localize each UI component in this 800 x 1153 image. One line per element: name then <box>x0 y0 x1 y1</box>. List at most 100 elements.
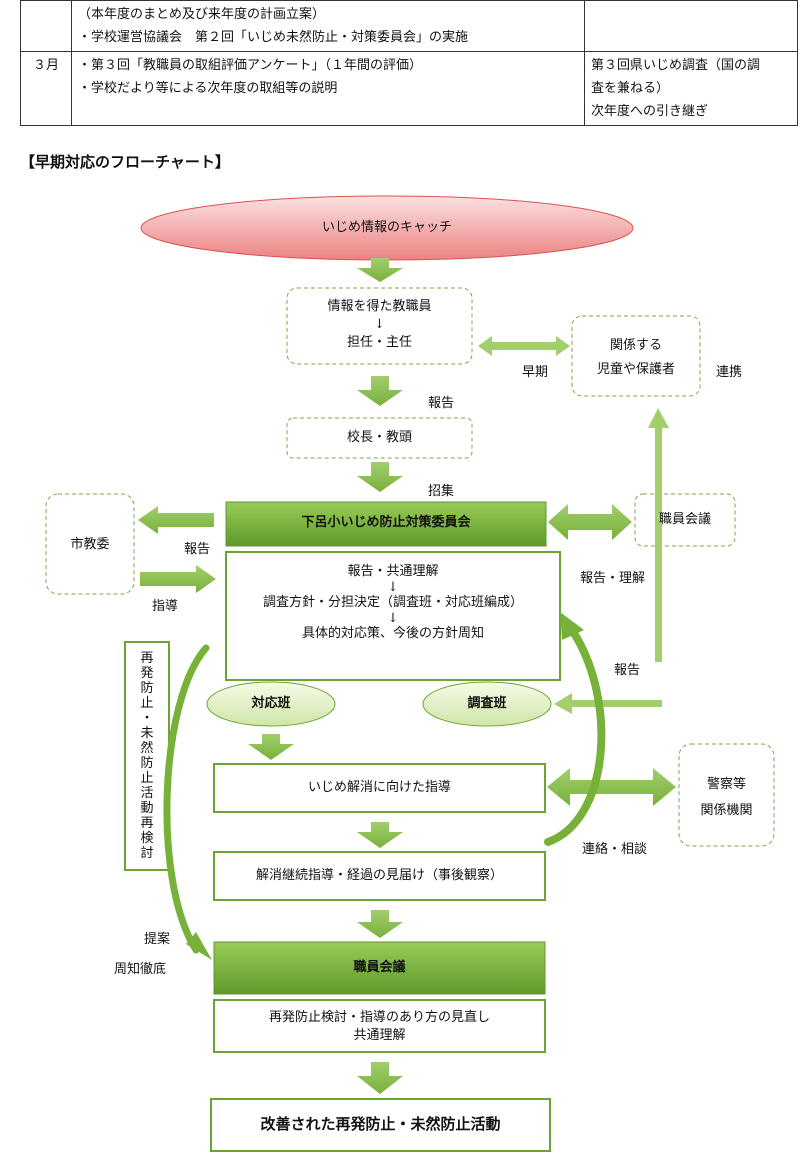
committee-tasks-box <box>225 551 561 681</box>
continued-guidance-box <box>213 851 546 901</box>
committee-tasks-label: 報告・共通理解 ↓ 調査方針・分担決定（調査班・対応班編成） ↓ 具体的対応策、… <box>226 563 560 643</box>
left-arrow <box>138 506 214 534</box>
text-line: 情報を得た教職員 <box>327 299 432 314</box>
remarks-cell: 第３回県いじめ調査（国の調 査を兼ねる） 次年度への引き継ぎ <box>584 51 798 126</box>
down-arrow <box>357 910 403 938</box>
informant-box <box>286 287 473 365</box>
text-char: 検 <box>140 831 154 846</box>
text-line: 児童や保護者 <box>596 362 675 377</box>
activity-line: （本年度のまとめ及び来年度の計画立案） <box>78 7 326 22</box>
text-char: 未 <box>140 726 154 741</box>
text-line: 具体的対応策、今後の方針周知 <box>301 626 484 641</box>
early-label: 早期 <box>522 365 549 380</box>
city-board-label: 市教委 <box>70 537 110 552</box>
remark-line: 次年度への引き継ぎ <box>591 104 709 119</box>
guidance-resolution-label: いじめ解消に向けた指導 <box>307 780 451 795</box>
guidance-box <box>213 763 546 813</box>
text-char: 発 <box>140 666 154 681</box>
police-label: 警察等 関係機関 <box>679 772 774 824</box>
text-line: 担任・主任 <box>346 335 412 350</box>
review-box <box>213 999 546 1053</box>
thorough-label: 周知徹底 <box>114 962 167 977</box>
down-arrow <box>357 462 403 492</box>
curved-arrow <box>544 612 606 846</box>
response-team-oval <box>206 681 336 727</box>
principal-box <box>286 417 473 459</box>
text-line: 共通理解 <box>353 1028 406 1043</box>
activity-line: ・第３回「教職員の取組評価アンケート」（１年間の評価） <box>78 58 422 73</box>
double-arrow <box>547 768 676 806</box>
text-char: 再 <box>140 651 154 666</box>
month-cell: ３月 <box>20 51 72 126</box>
month-cell <box>20 0 72 52</box>
text-line: 報告・共通理解 <box>347 564 439 579</box>
text-char: ・ <box>140 711 154 726</box>
remark-line: 査を兼ねる） <box>591 81 670 96</box>
down-arrow <box>357 1062 403 1094</box>
text-char: 再 <box>140 816 154 831</box>
police-box <box>678 743 775 847</box>
response-team-label: 対応班 <box>251 696 291 711</box>
text-line: 再発防止検討・指導のあり方の見直し <box>268 1010 490 1025</box>
text-line: 警察等 <box>706 777 746 792</box>
propose-label: 提案 <box>144 932 171 947</box>
committee-box <box>225 501 547 547</box>
improved-box <box>210 1098 551 1152</box>
down-arrow <box>357 822 403 848</box>
text-char: 止 <box>140 771 154 786</box>
left-arrow <box>554 693 662 714</box>
continued-guidance-label: 解消継続指導・経過の見届け（事後観察） <box>255 868 503 883</box>
remark-line: 第３回県いじめ調査（国の調 <box>591 58 761 73</box>
arrow-glyph: ↓ <box>387 611 399 626</box>
catch-label: いじめ情報のキャッチ <box>321 220 452 235</box>
section-title: 【早期対応のフローチャート】 <box>20 153 230 171</box>
related-parties-label: 関係する 児童や保護者 <box>572 334 700 382</box>
report-understand-label: 報告・理解 <box>580 571 646 586</box>
curved-arrow <box>163 644 212 960</box>
text-char: 然 <box>140 741 154 756</box>
down-arrow <box>357 258 403 282</box>
text-char: 防 <box>140 756 154 771</box>
text-char: 活 <box>140 786 154 801</box>
review-label: 再発防止検討・指導のあり方の見直し 共通理解 <box>214 1009 545 1045</box>
convene-label: 招集 <box>428 484 455 499</box>
up-arrow <box>648 408 669 662</box>
report-label: 報告 <box>614 663 641 678</box>
down-arrow <box>357 376 403 406</box>
committee-label: 下呂小いじめ防止対策委員会 <box>301 515 471 530</box>
staff-meeting-bottom-label: 職員会議 <box>353 960 406 975</box>
table-row: ３月 ・第３回「教職員の取組評価アンケート」（１年間の評価） ・学校だより等によ… <box>20 51 798 126</box>
vertical-label: 再 発 防 止 ・ 未 然 防 止 活 動 再 検 討 <box>125 642 169 870</box>
text-line: 関係する <box>609 338 662 353</box>
activity-line: ・学校運営協議会 第２回「いじめ未然防止・対策委員会」の実施 <box>78 30 469 45</box>
report-city-label: 報告 <box>184 542 211 557</box>
informant-label: 情報を得た教職員 ↓ 担任・主任 <box>287 298 472 352</box>
double-arrow <box>478 336 570 356</box>
schedule-table: （本年度のまとめ及び来年度の計画立案） ・学校運営協議会 第２回「いじめ未然防止… <box>20 0 798 126</box>
activity-line: ・学校だより等による次年度の取組等の説明 <box>78 81 338 96</box>
text-char: 討 <box>140 846 154 861</box>
staff-meeting-bottom-box <box>213 941 546 995</box>
text-line: 関係機関 <box>700 803 753 818</box>
text-line: 調査方針・分担決定（調査班・対応班編成） <box>262 595 523 610</box>
arrow-glyph: ↓ <box>374 317 385 332</box>
investigation-team-label: 調査班 <box>467 696 507 711</box>
principal-label: 校長・教頭 <box>346 430 412 445</box>
improved-label: 改善された再発防止・未然防止活動 <box>260 1115 501 1133</box>
staff-meeting-top-label: 職員会議 <box>658 512 711 527</box>
guidance-label: 指導 <box>152 599 179 614</box>
vertical-label-box <box>124 641 170 871</box>
right-arrow <box>140 565 216 593</box>
arrow-glyph: ↓ <box>387 580 399 595</box>
cooperation-label: 連携 <box>716 365 743 380</box>
text-char: 止 <box>140 696 154 711</box>
related-parties-box <box>571 315 701 397</box>
text-char: 防 <box>140 681 154 696</box>
city-board-box <box>45 493 135 595</box>
investigation-team-oval <box>422 681 552 727</box>
consult-label: 連絡・相談 <box>582 842 648 857</box>
text-char: 動 <box>140 801 154 816</box>
down-arrow <box>248 734 294 760</box>
double-arrow <box>548 504 632 540</box>
